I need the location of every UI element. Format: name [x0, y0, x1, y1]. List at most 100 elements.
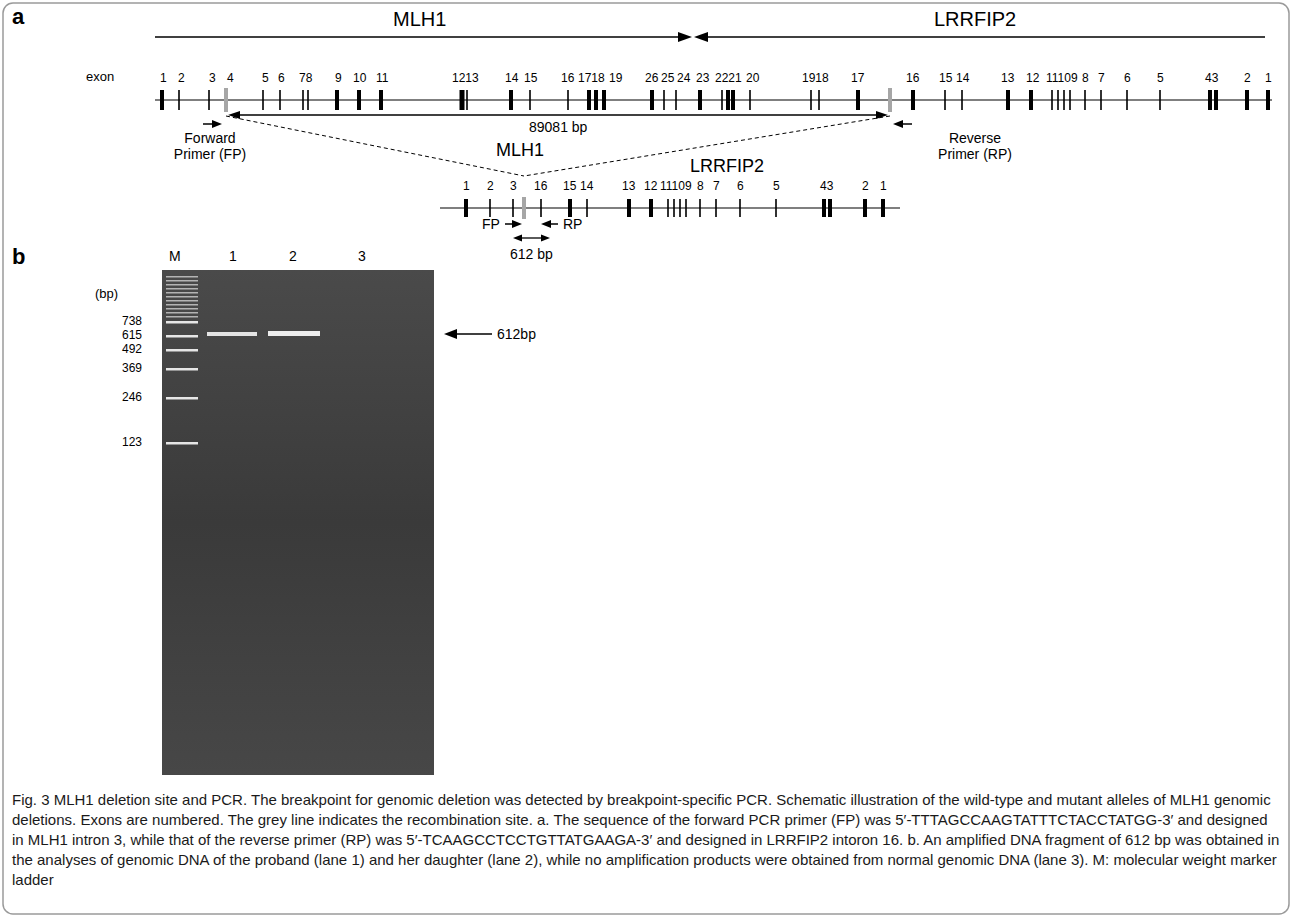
exon-bar	[379, 90, 383, 110]
exon-bar	[818, 90, 820, 110]
exon-number: 7	[713, 180, 720, 194]
exon-number: 8	[1082, 72, 1089, 86]
exon-bar	[721, 90, 723, 110]
exon-number: 17	[851, 72, 864, 86]
exon-bar	[1069, 90, 1071, 110]
gene-direction-line	[706, 36, 1265, 38]
exon-number: 15	[939, 72, 952, 86]
exon-bar	[466, 90, 468, 110]
panel-letter: b	[12, 244, 25, 269]
exon-number: 16	[906, 72, 919, 86]
exon-bar	[1051, 90, 1053, 110]
exon-number: 23	[696, 72, 709, 86]
exon-bar	[810, 90, 812, 110]
exon-number: 78	[299, 72, 312, 86]
amplicon-span-line	[521, 237, 542, 238]
exon-bar	[489, 199, 491, 217]
deletion-span-line	[238, 114, 878, 115]
gene-name: MLH1	[393, 8, 446, 31]
band-label: 612bp	[497, 326, 536, 342]
exon-bar	[529, 90, 531, 110]
exon-number: 14	[505, 72, 518, 86]
exon-bar	[749, 90, 751, 110]
primer-label: RP	[563, 216, 582, 232]
exon-number: 3	[510, 180, 517, 194]
exon-number: 20	[746, 72, 759, 86]
lane-label: 3	[358, 248, 366, 264]
ladder-size: 369	[122, 362, 142, 376]
gel-image	[162, 270, 434, 775]
exon-bar	[911, 90, 915, 110]
exon-bar	[1100, 90, 1102, 110]
exon-bar	[856, 90, 860, 110]
ladder-band	[166, 368, 198, 371]
exon-bar	[739, 199, 741, 217]
exon-bar	[1057, 90, 1059, 110]
exon-number: 16	[534, 180, 547, 194]
exon-bar	[828, 199, 832, 217]
exon-bar	[1126, 90, 1128, 110]
exon-bar	[509, 90, 513, 110]
exon-bar	[627, 199, 631, 217]
exon-number: 10	[353, 72, 366, 86]
primer-label: Forward Primer (FP)	[165, 130, 255, 162]
exon-number: 2	[487, 180, 494, 194]
primer-label: FP	[482, 216, 500, 232]
exon-number: 12	[1026, 72, 1039, 86]
exon-number: 15	[563, 180, 576, 194]
exon-number: 15	[524, 72, 537, 86]
exon-bar	[512, 199, 514, 217]
recombination-site	[888, 88, 892, 112]
exon-number: 11109	[1046, 72, 1078, 86]
exon-bar	[961, 90, 963, 110]
exon-number: 2221	[715, 72, 742, 86]
exon-bar	[1084, 90, 1086, 110]
ladder-band	[166, 296, 198, 298]
ladder-band	[166, 304, 198, 306]
exon-bar	[1245, 90, 1249, 110]
exon-number: 14	[580, 180, 593, 194]
exon-bar	[335, 90, 339, 110]
exon-bar	[675, 90, 677, 110]
exon-bar	[262, 90, 264, 110]
exon-bar	[208, 90, 210, 110]
length-label: 612 bp	[510, 246, 553, 262]
arrowhead	[444, 329, 457, 339]
exon-number: 9	[335, 72, 342, 86]
arrowhead	[678, 32, 692, 42]
ladder-size: 246	[122, 391, 142, 405]
ladder-size: 738	[122, 315, 142, 329]
exon-bar	[540, 199, 542, 217]
lane-label: M	[169, 248, 181, 264]
exon-number: 19	[609, 72, 622, 86]
exon-bar	[567, 90, 569, 110]
lane-label: 1	[229, 248, 237, 264]
arrowhead	[212, 120, 222, 128]
exon-number: 24	[677, 72, 690, 86]
exon-bar	[649, 199, 653, 217]
arrowhead	[541, 220, 551, 228]
exon-bar	[663, 90, 665, 110]
arrowhead	[893, 120, 903, 128]
recombination-site	[224, 88, 228, 112]
length-label: 89081 bp	[529, 119, 587, 135]
exon-number: 5	[773, 180, 780, 194]
band-pointer	[456, 333, 492, 335]
ladder-band	[166, 349, 198, 352]
arrowhead	[512, 220, 522, 228]
exon-number: 4	[227, 72, 234, 86]
gene-name: LRRFIP2	[934, 8, 1016, 31]
exon-number: 2	[862, 180, 869, 194]
exon-bar	[1006, 90, 1010, 110]
exon-bar	[279, 90, 281, 110]
figure-caption: Fig. 3 MLH1 deletion site and PCR. The b…	[12, 790, 1280, 890]
ladder-size: 123	[122, 436, 142, 450]
exon-bar	[863, 199, 867, 217]
exon-bar	[775, 199, 777, 217]
ladder-band	[166, 335, 198, 338]
exon-bar	[1159, 90, 1161, 110]
ladder-size: 615	[122, 329, 142, 343]
ladder-band	[166, 284, 198, 286]
